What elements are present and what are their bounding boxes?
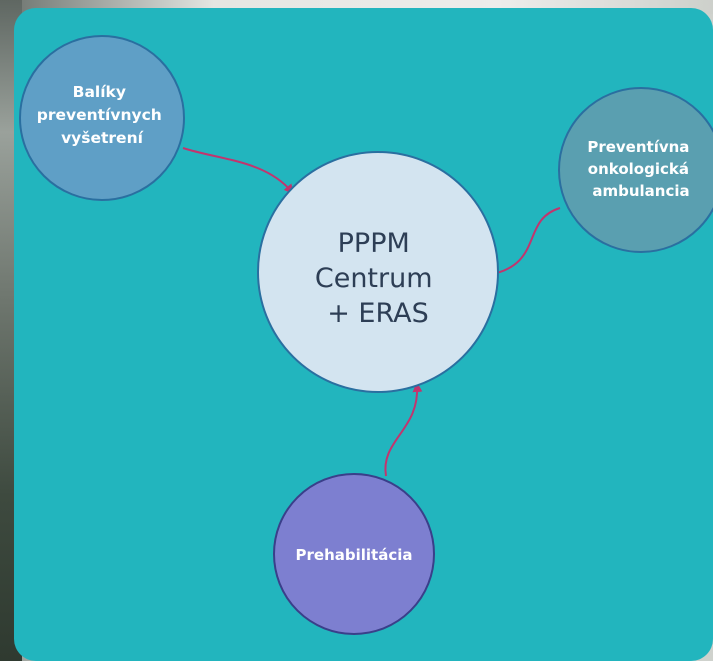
node-baliky-label-line: vyšetrení [61,129,144,147]
node-preventivna-label-line: onkologická [588,160,689,178]
node-baliky: Balíky preventívnych vyšetrení [19,35,185,201]
node-preventivna-label-line: Preventívna [587,138,689,156]
node-prehabilitacia: Prehabilitácia [273,473,435,635]
node-prehabilitacia-label: Prehabilitácia [296,546,413,564]
svg-text:Preventívna onkologická: Preventívna onkologická ambulancia [587,138,694,200]
arrow-baliky-to-center [182,147,294,195]
node-preventivna: Preventívna onkologická ambulancia [558,87,713,253]
center-label-line: Centrum [315,263,433,294]
svg-text:Prehabilitácia: Prehabilitácia [296,546,413,564]
center-node: PPPM Centrum + ERAS [257,151,499,393]
node-baliky-label-line: Balíky [73,83,126,101]
arrow-preventivna-to-center [485,207,561,279]
svg-text:Balíky preventívnych: Balíky preventívnych vyšetrení [37,83,168,147]
center-label-line: PPPM [338,228,410,259]
node-preventivna-label-line: ambulancia [592,182,689,200]
center-label-line: + ERAS [327,298,429,329]
arrow-prehabilitacia-to-center [384,382,423,477]
node-baliky-label-line: preventívnych [37,106,162,124]
svg-text:PPPM Centrum + ERA: PPPM Centrum + ERAS [315,228,441,329]
